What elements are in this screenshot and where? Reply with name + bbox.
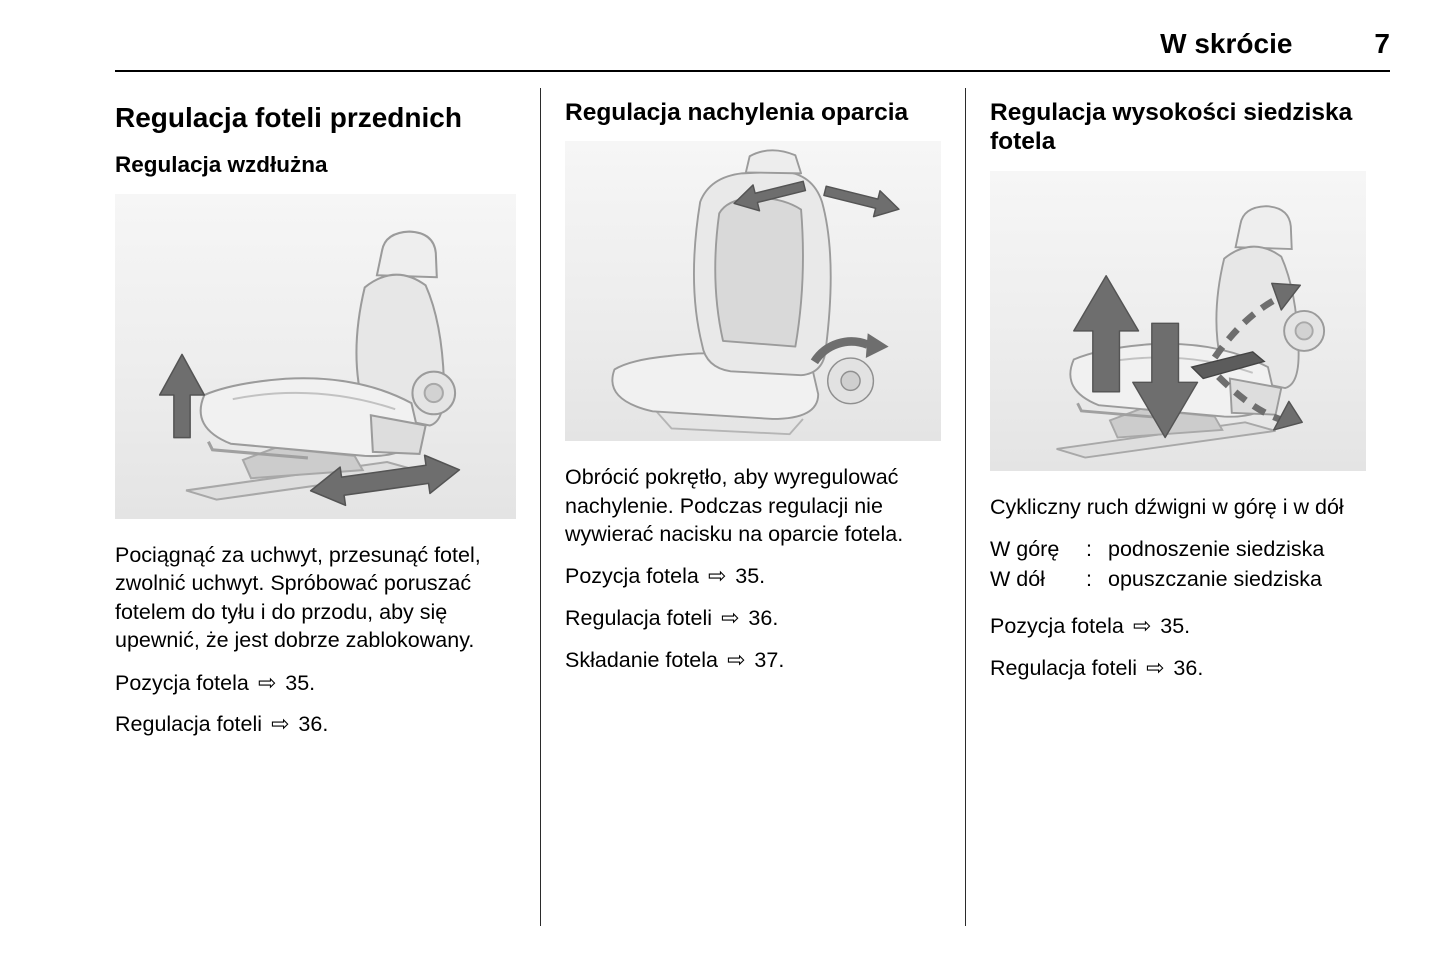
manual-page: W skrócie 7 Regulacja foteli przednich R… xyxy=(115,28,1390,926)
page-reference-label: Pozycja fotela xyxy=(115,670,249,695)
body-paragraph: Cykliczny ruch dźwigni w górę i w dół xyxy=(990,494,1344,519)
page-reference-arrow-icon: ⇨ xyxy=(721,605,740,631)
page-references: Pozycja fotela ⇨ 35. Regulacja foteli ⇨ … xyxy=(990,612,1366,683)
tilt-right-arrow-icon xyxy=(823,185,900,218)
tilt-left-arrow-icon xyxy=(733,180,807,212)
lower-arrow-icon xyxy=(1132,322,1199,439)
height-lever-icon xyxy=(1190,350,1266,380)
page-reference-label: Składanie fotela xyxy=(565,648,718,673)
page-references: Pozycja fotela ⇨ 35. Regulacja foteli ⇨ … xyxy=(565,562,941,675)
up-arrow-icon xyxy=(158,353,206,439)
definition-description: opuszczanie siedziska xyxy=(1108,566,1322,591)
header-rule xyxy=(115,70,1390,72)
subsection-heading: Regulacja nachylenia oparcia xyxy=(565,99,909,126)
page-header: W skrócie 7 xyxy=(115,28,1390,70)
seat-longitudinal-illustration xyxy=(158,230,461,507)
page-reference-arrow-icon: ⇨ xyxy=(1146,655,1165,681)
seat-height-figure xyxy=(990,170,1366,471)
page-reference-label: Pozycja fotela xyxy=(565,564,699,589)
page-references: Pozycja fotela ⇨ 35. Regulacja foteli ⇨ … xyxy=(115,669,516,740)
header-page-number: 7 xyxy=(1374,28,1390,59)
page-reference: Pozycja fotela ⇨ 35. xyxy=(990,612,1366,641)
definition-colon: : xyxy=(1086,537,1092,561)
content-columns: Regulacja foteli przednich Regulacja wzd… xyxy=(115,88,1390,926)
page-reference: Pozycja fotela ⇨ 35. xyxy=(565,562,941,591)
page-reference: Regulacja foteli ⇨ 36. xyxy=(565,604,941,633)
definition-description: podnoszenie siedziska xyxy=(1108,537,1325,561)
page-reference-label: Regulacja foteli xyxy=(565,606,713,631)
seat-height-illustration xyxy=(1055,204,1326,459)
subsection-heading: Regulacja wzdłużna xyxy=(115,152,328,178)
page-reference-number: 36. xyxy=(748,606,779,631)
backrest-inclination-illustration xyxy=(611,149,900,436)
subsection-heading: Regulacja wysokości siedziska fotela xyxy=(990,99,1353,156)
lever-up-arc xyxy=(1211,293,1283,360)
body-paragraph: Obrócić pokrętło, aby wyregulować nachyl… xyxy=(565,465,904,546)
page-reference: Regulacja foteli ⇨ 36. xyxy=(115,710,516,739)
page-reference-number: 35. xyxy=(1160,614,1191,639)
page-reference-number: 37. xyxy=(754,648,785,673)
seat-longitudinal-figure xyxy=(115,194,516,520)
page-reference-arrow-icon: ⇨ xyxy=(271,711,290,737)
column-front-seat-adjustment: Regulacja foteli przednich Regulacja wzd… xyxy=(115,88,540,926)
fore-aft-double-arrow-icon xyxy=(309,454,461,507)
page-reference-label: Regulacja foteli xyxy=(115,712,263,737)
page-reference-number: 36. xyxy=(1173,656,1204,681)
definition-term: W dół xyxy=(990,566,1045,591)
page-reference-number: 35. xyxy=(285,670,316,695)
definition-row: W dół : opuszczanie siedziska xyxy=(990,565,1366,595)
column-backrest-inclination: Regulacja nachylenia oparcia xyxy=(540,88,965,926)
page-reference: Składanie fotela ⇨ 37. xyxy=(565,646,941,675)
page-reference-arrow-icon: ⇨ xyxy=(726,647,746,673)
page-reference-arrow-icon: ⇨ xyxy=(707,563,727,589)
body-paragraph: Pociągnąć za uchwyt, przesunąć fotel, zw… xyxy=(115,543,481,653)
definition-colon: : xyxy=(1086,566,1092,591)
page-reference-number: 35. xyxy=(735,564,766,589)
page-reference: Pozycja fotela ⇨ 35. xyxy=(115,669,516,698)
section-heading: Regulacja foteli przednich xyxy=(115,102,462,133)
page-reference: Regulacja foteli ⇨ 36. xyxy=(990,654,1366,683)
header-section-title: W skrócie xyxy=(1160,28,1293,59)
column-seat-height: Regulacja wysokości siedziska fotela xyxy=(965,88,1390,926)
lever-down-arc xyxy=(1216,374,1285,424)
definition-row: W górę : podnoszenie siedziska xyxy=(990,535,1366,565)
rotate-arrow-icon xyxy=(810,337,870,365)
definition-term: W górę xyxy=(990,537,1060,561)
page-reference-label: Pozycja fotela xyxy=(990,614,1124,639)
raise-arrow-icon xyxy=(1073,274,1140,393)
page-reference-arrow-icon: ⇨ xyxy=(1132,613,1152,639)
backrest-inclination-figure xyxy=(565,141,941,442)
page-reference-number: 36. xyxy=(298,712,329,737)
page-reference-label: Regulacja foteli xyxy=(990,656,1138,681)
page-reference-arrow-icon: ⇨ xyxy=(257,669,277,695)
definition-list: W górę : podnoszenie siedziska W dół : o… xyxy=(990,535,1366,594)
